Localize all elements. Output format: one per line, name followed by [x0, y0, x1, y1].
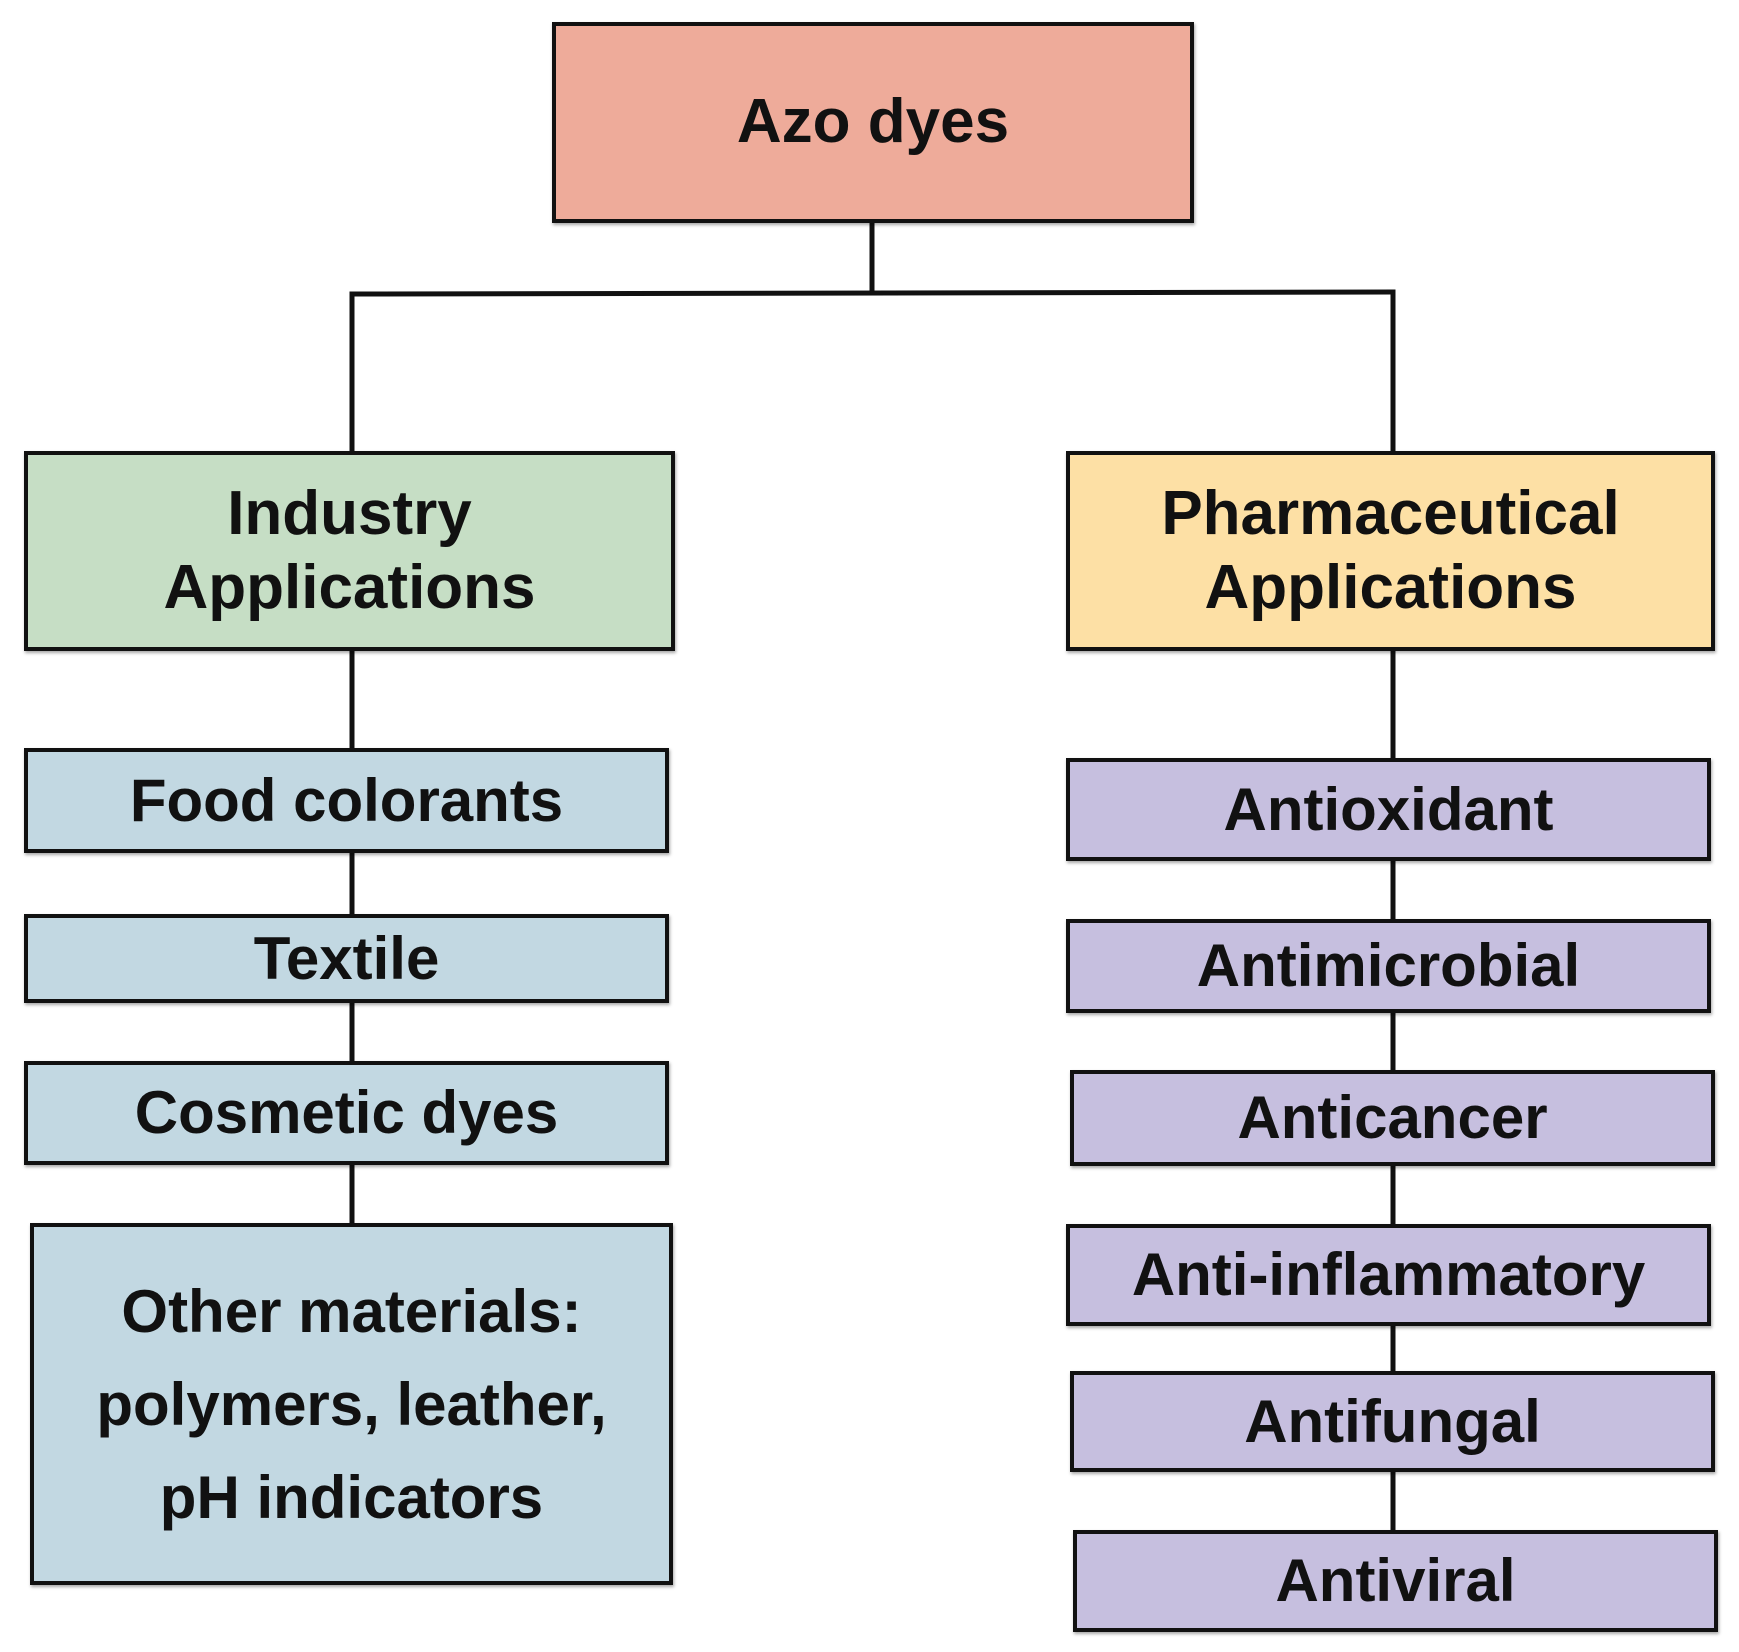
industry-item-other-materials: Other materials: polymers, leather, pH i…: [30, 1223, 673, 1585]
item-label-line: Anticancer: [1237, 1084, 1548, 1151]
industry-item-food-colorants: Food colorants: [24, 748, 669, 853]
item-label: Other materials: polymers, leather, pH i…: [96, 1265, 606, 1544]
industry-item-cosmetic-dyes: Cosmetic dyes: [24, 1061, 669, 1165]
category-label-line: Industry: [227, 478, 472, 548]
pharma-item-antifungal: Antifungal: [1070, 1371, 1715, 1472]
item-label-line: pH indicators: [159, 1463, 544, 1531]
item-label-line: Antiviral: [1275, 1547, 1516, 1614]
item-label-line: Cosmetic dyes: [134, 1079, 559, 1146]
item-label-line: Anti-inflammatory: [1131, 1241, 1646, 1308]
category-node-label: Industry Applications: [163, 477, 535, 626]
item-label-line: polymers, leather,: [96, 1370, 607, 1438]
pharma-item-antiviral: Antiviral: [1073, 1530, 1718, 1632]
category-node-pharmaceutical-applications: Pharmaceutical Applications: [1066, 451, 1715, 651]
category-label-line: Applications: [1204, 553, 1577, 622]
category-node-industry-applications: Industry Applications: [24, 451, 675, 651]
item-label-line: Antioxidant: [1223, 775, 1554, 843]
pharma-item-antimicrobial: Antimicrobial: [1066, 919, 1711, 1013]
category-label-line: Applications: [163, 553, 536, 622]
root-node-azo-dyes: Azo dyes: [552, 22, 1194, 223]
item-label-line: Antimicrobial: [1196, 932, 1581, 999]
connector-branch-bar: [349, 289, 1396, 297]
pharma-item-anticancer: Anticancer: [1070, 1070, 1715, 1166]
item-label-line: Food colorants: [129, 766, 564, 834]
category-node-label: Pharmaceutical Applications: [1161, 477, 1619, 626]
industry-item-textile: Textile: [24, 914, 669, 1003]
item-label-line: Antifungal: [1244, 1387, 1541, 1455]
pharma-item-antioxidant: Antioxidant: [1066, 758, 1711, 861]
category-label-line: Pharmaceutical: [1161, 478, 1620, 548]
root-node-label: Azo dyes: [736, 87, 1010, 157]
item-label-line: Other materials:: [121, 1277, 582, 1345]
item-label-line: Textile: [253, 924, 440, 992]
pharma-item-anti-inflammatory: Anti-inflammatory: [1066, 1224, 1711, 1326]
